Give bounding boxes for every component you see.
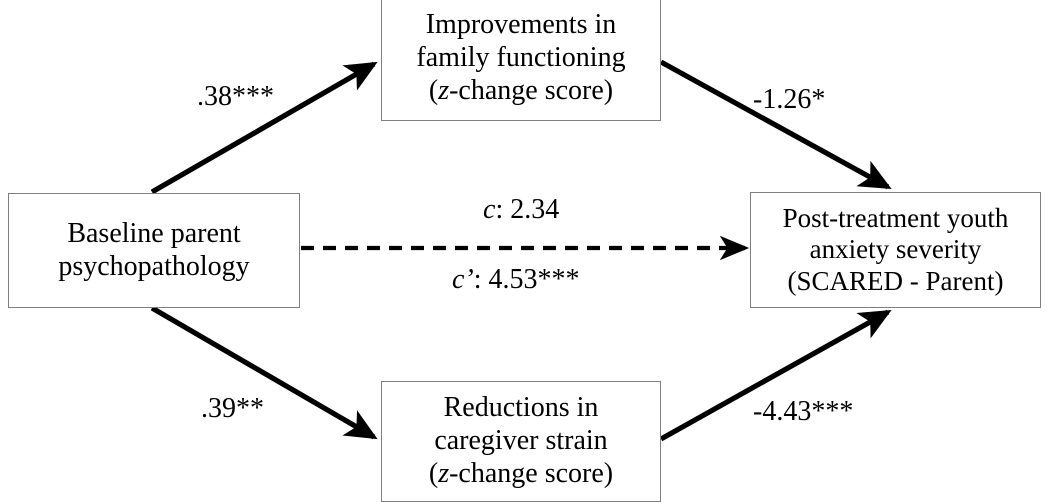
edge-label-c-prime-symbol: c’ — [452, 264, 474, 295]
node-predictor-line-1: Baseline parent — [67, 217, 241, 249]
edge-label-b2-coefficient: -4.43*** — [753, 396, 854, 427]
node-mediator-strain-paren-open: ( — [428, 457, 439, 489]
node-mediator-family-line3-rest: -change score) — [449, 74, 614, 106]
edge-label-a2-coefficient: .39** — [201, 393, 264, 424]
node-mediator-strain-line-3: (z-change score) — [429, 458, 613, 491]
arrow-b2-caregiver-strain-to-outcome — [659, 309, 892, 442]
node-mediator-strain-line-1: Reductions in — [443, 392, 599, 424]
node-predictor-line-2: psychopathology — [58, 250, 250, 282]
edge-label-c-total-effect: c: 2.34 — [483, 196, 559, 224]
node-mediator-strain-line3-rest: -change score) — [449, 457, 614, 489]
node-mediator-strain-z-italic: z — [438, 457, 450, 489]
edge-label-a1-coefficient: .38*** — [197, 81, 274, 112]
node-outcome-line-1: Post-treatment youth — [782, 202, 1009, 233]
node-mediator-family-line-3: (z-change score) — [429, 75, 613, 108]
node-mediator-family-line-1: Improvements in — [425, 9, 617, 41]
node-outcome-line-2: anxiety severity — [809, 234, 982, 265]
node-baseline-parent-psychopathology: Baseline parent psychopathology — [8, 193, 300, 308]
edge-label-c-prime-direct-effect: c’: 4.53*** — [452, 266, 580, 294]
node-mediator-family-line-2: family functioning — [416, 42, 626, 74]
node-outcome-line-3: (SCARED - Parent) — [787, 265, 1004, 296]
arrow-b1-family-functioning-to-outcome — [659, 59, 892, 190]
node-post-treatment-youth-anxiety-severity: Post-treatment youth anxiety severity (S… — [750, 192, 1041, 308]
node-mediator-strain-line-2: caregiver strain — [434, 425, 608, 457]
edge-label-c-value: : 2.34 — [495, 194, 560, 225]
edge-label-b1-coefficient: -1.26* — [753, 84, 826, 115]
node-mediator-family-functioning: Improvements in family functioning (z-ch… — [381, 0, 661, 121]
edge-label-c-prime-value: : 4.53*** — [473, 264, 580, 295]
edge-label-c-symbol: c — [483, 194, 496, 225]
node-mediator-caregiver-strain: Reductions in caregiver strain (z-change… — [381, 381, 661, 502]
node-mediator-family-z-italic: z — [438, 74, 450, 106]
arrow-a1-predictor-to-family-functioning — [150, 61, 378, 195]
arrow-a2-predictor-to-caregiver-strain — [150, 305, 378, 440]
node-mediator-family-paren-open: ( — [428, 74, 439, 106]
